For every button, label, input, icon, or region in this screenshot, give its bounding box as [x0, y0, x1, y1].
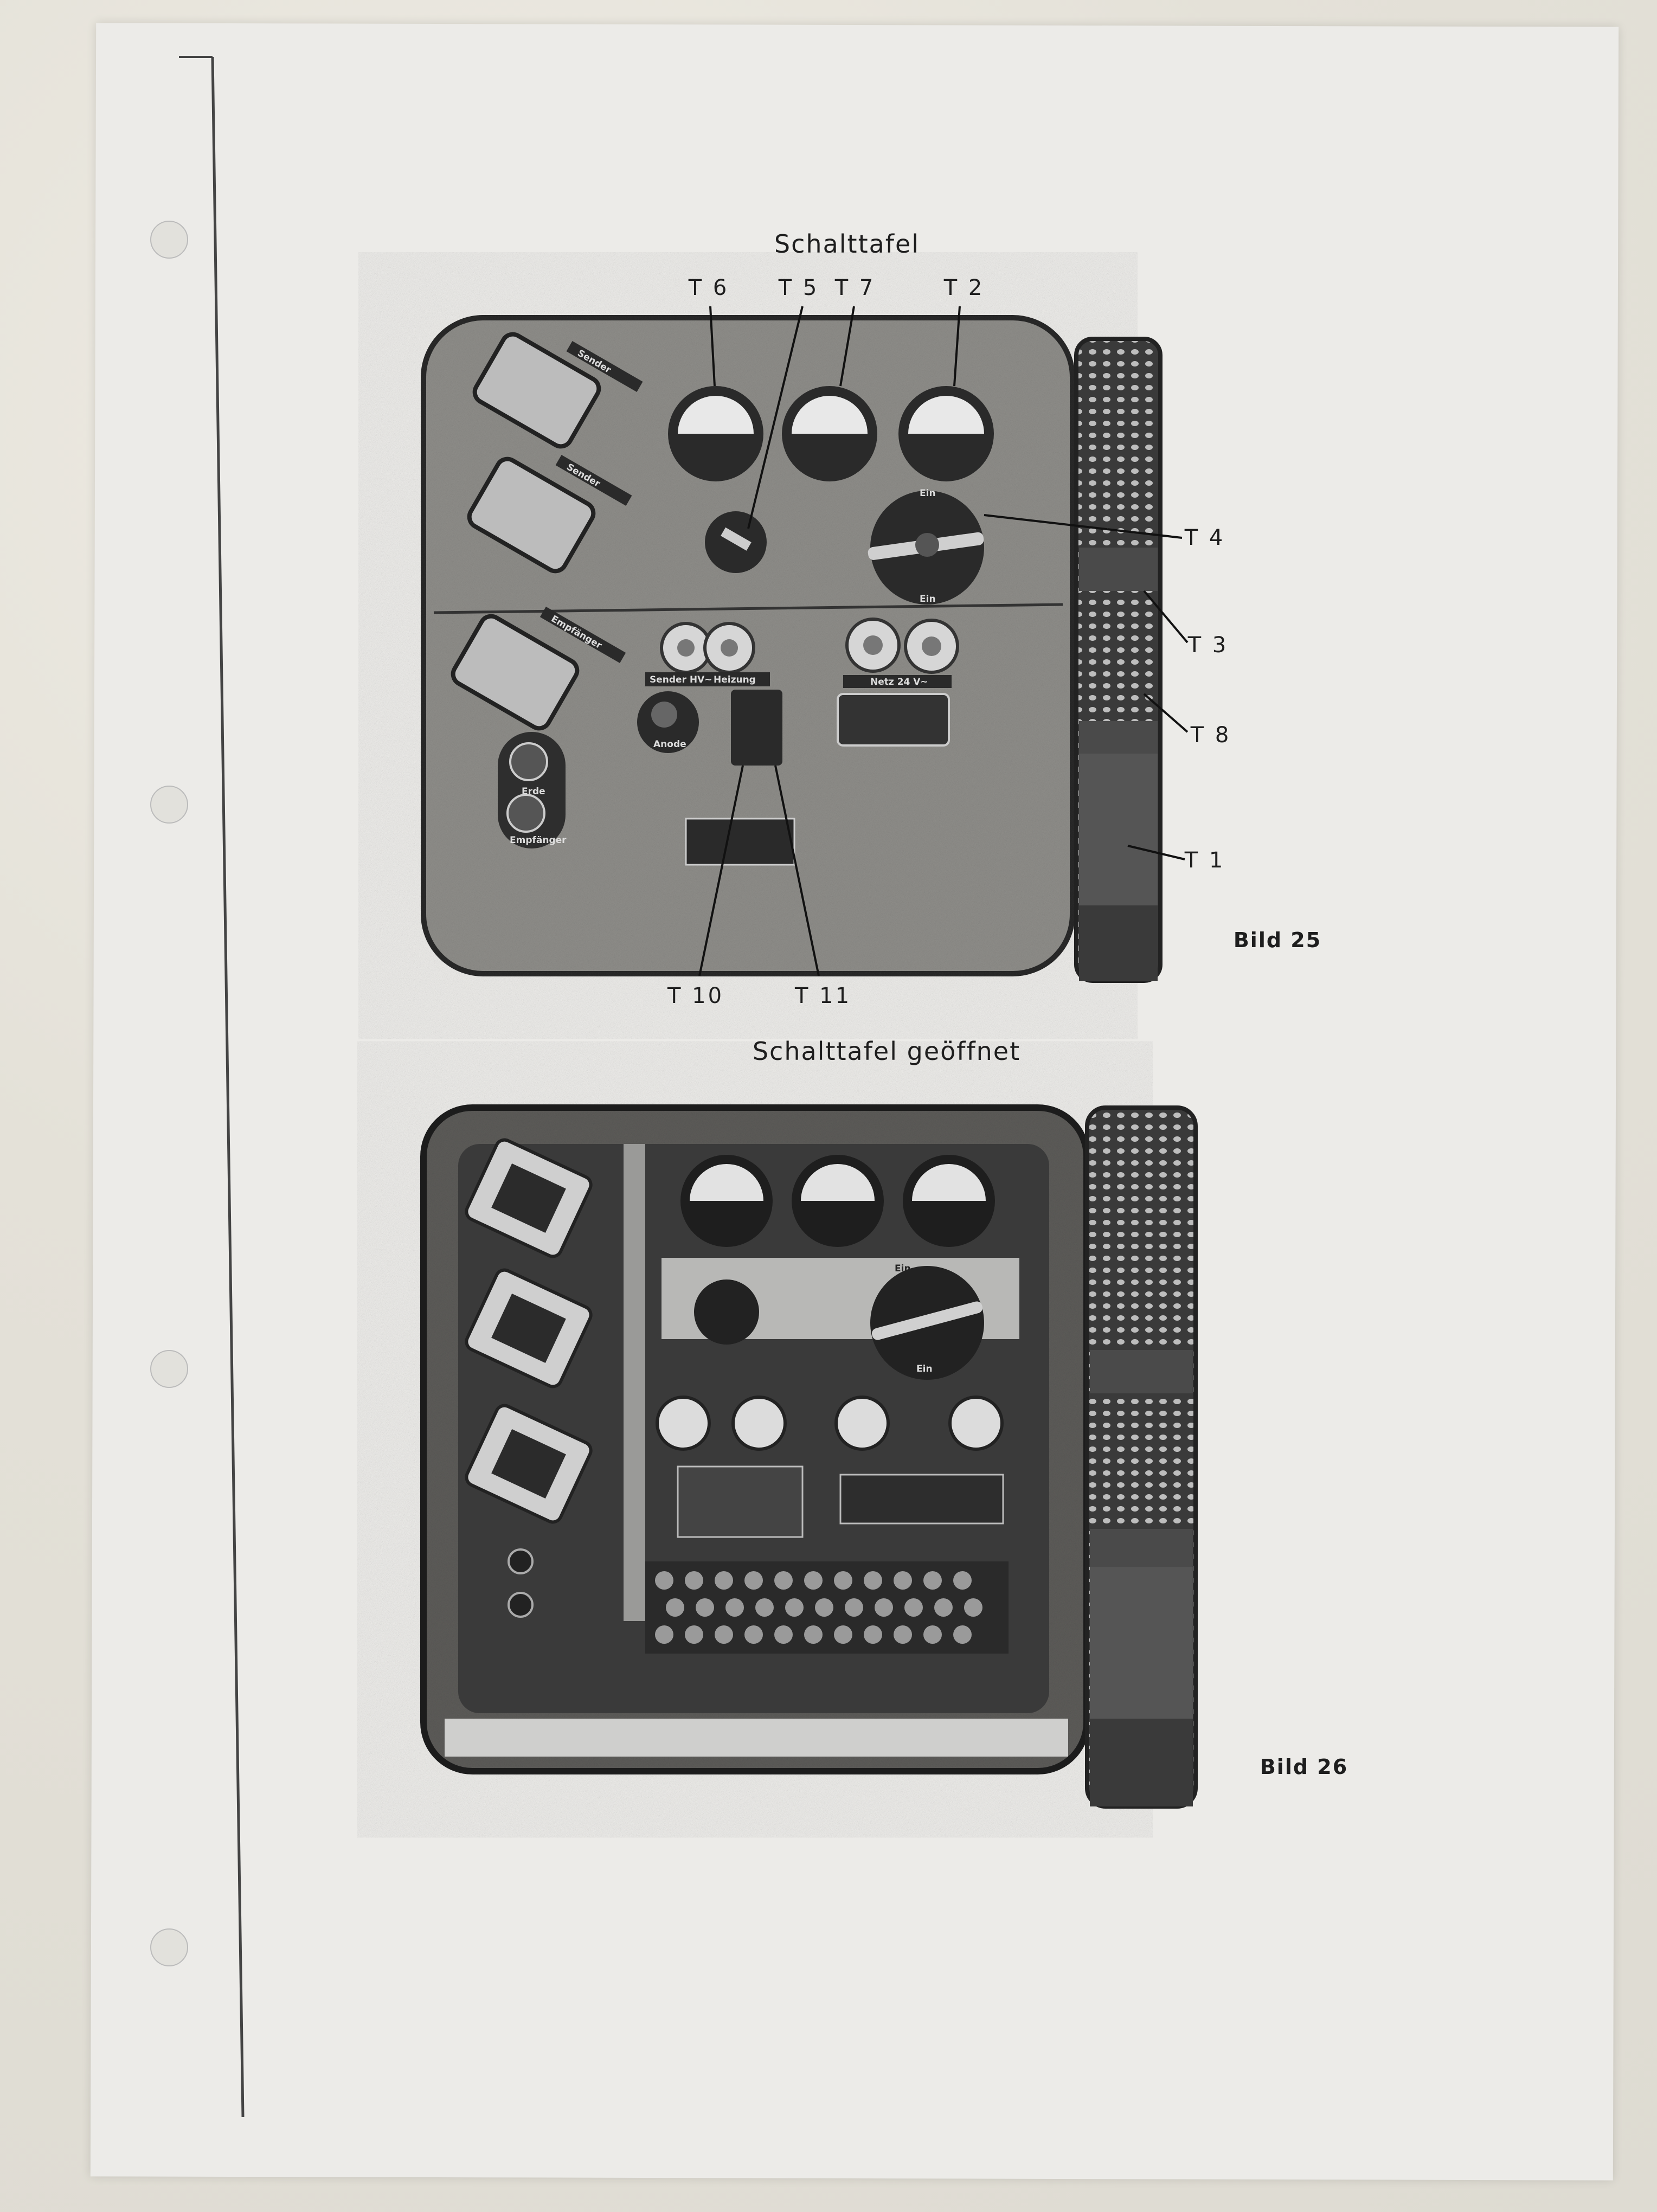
figure-opened-panel-photo: Ein Ein	[420, 1104, 1198, 1809]
terminal-screw	[834, 1571, 852, 1590]
punch-holes	[150, 221, 188, 1966]
terminal-screw	[696, 1598, 714, 1617]
callout-t8: T 8	[1190, 723, 1231, 748]
terminal-screw	[685, 1571, 703, 1590]
meters-opened	[680, 1155, 995, 1247]
terminal-screw	[666, 1598, 684, 1617]
terminal-screw	[864, 1571, 882, 1590]
terminal-screw	[834, 1625, 852, 1644]
terminal-screw	[875, 1598, 893, 1617]
terminal-screw	[923, 1571, 942, 1590]
terminal-screw	[804, 1571, 823, 1590]
figure-1-title: Schalttafel	[774, 229, 920, 259]
terminal-screw	[744, 1625, 763, 1644]
callout-t10: T 10	[667, 983, 724, 1008]
callout-t5: T 5	[778, 275, 819, 300]
terminal-screw	[804, 1625, 823, 1644]
terminal-screw	[894, 1571, 912, 1590]
plate-anode: Anode	[653, 739, 686, 750]
callout-leader-lines	[698, 306, 1189, 976]
plate-sender-hv: Sender HV~	[650, 674, 712, 685]
plate-erde: Erde	[522, 786, 545, 797]
figure-closed-panel-photo: Sender Sender Empfänger Erde Empfänger E…	[421, 315, 1163, 983]
terminal-screw	[953, 1625, 972, 1644]
terminal-screw	[715, 1625, 733, 1644]
terminal-screw	[755, 1598, 774, 1617]
terminal-screw	[864, 1625, 882, 1644]
terminal-screw	[744, 1571, 763, 1590]
meters	[668, 386, 994, 481]
figure-2-title: Schalttafel geöffnet	[752, 1037, 1021, 1066]
terminal-screw	[774, 1571, 793, 1590]
switch-label-ein-top: Ein	[920, 488, 936, 499]
plate-empfaenger-socket: Empfänger	[510, 835, 567, 846]
terminal-screw	[815, 1598, 833, 1617]
callout-t2: T 2	[943, 275, 985, 300]
terminal-screw	[953, 1571, 972, 1590]
terminal-screw	[845, 1598, 863, 1617]
terminal-screw	[715, 1571, 733, 1590]
terminal-screw	[923, 1625, 942, 1644]
terminal-screw	[655, 1625, 673, 1644]
figure-2-caption: Bild 26	[1260, 1755, 1348, 1779]
terminal-screw	[904, 1598, 923, 1617]
callout-t6: T 6	[688, 275, 729, 300]
figure-1-caption: Bild 25	[1233, 928, 1322, 952]
plate-netz: Netz 24 V~	[870, 677, 928, 687]
terminal-screw	[685, 1625, 703, 1644]
margin-line	[211, 56, 245, 2118]
terminal-screw	[725, 1598, 744, 1617]
callout-t7: T 7	[834, 275, 876, 300]
plate-heizung: Heizung	[714, 674, 756, 685]
terminal-screw	[894, 1625, 912, 1644]
switch-label-ein-top-opened: Ein	[895, 1263, 911, 1274]
callout-t3: T 3	[1187, 633, 1229, 658]
terminal-screw	[785, 1598, 804, 1617]
callout-t4: T 4	[1184, 525, 1225, 550]
heizung-switch-block	[731, 690, 782, 766]
switch-label-ein-bottom-opened: Ein	[916, 1364, 933, 1374]
terminal-screw	[774, 1625, 793, 1644]
terminal-screw	[934, 1598, 953, 1617]
terminal-screw	[655, 1571, 673, 1590]
callout-t1: T 1	[1184, 848, 1225, 873]
callout-t11: T 11	[794, 983, 852, 1008]
terminal-screw	[964, 1598, 982, 1617]
switch-label-ein-bottom: Ein	[920, 594, 936, 605]
